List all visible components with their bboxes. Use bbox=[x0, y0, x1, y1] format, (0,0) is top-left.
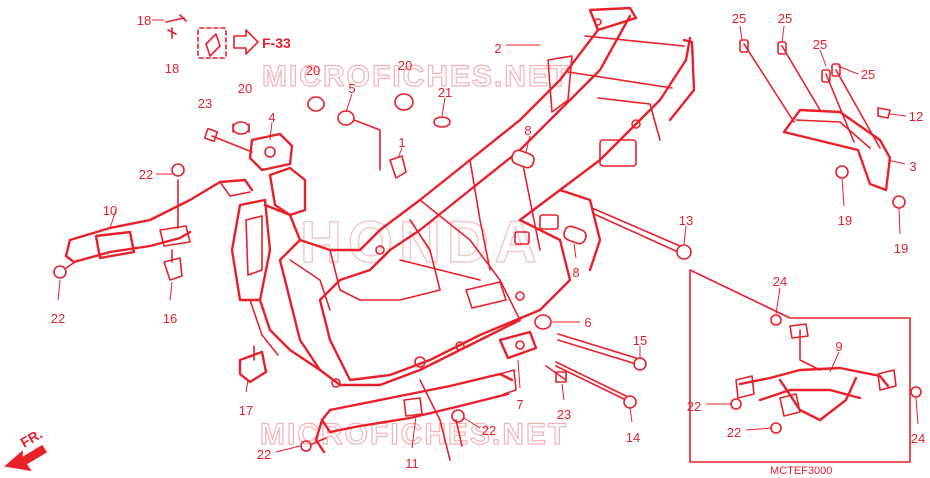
callout-25: 25 bbox=[732, 11, 746, 26]
callout-23: 23 bbox=[198, 96, 212, 111]
part-17-clamp bbox=[238, 350, 268, 384]
callout-7: 7 bbox=[516, 397, 523, 412]
callout-18: 18 bbox=[165, 61, 179, 76]
callout-20: 20 bbox=[398, 58, 412, 73]
callout-14: 14 bbox=[626, 430, 640, 445]
callout-22: 22 bbox=[687, 399, 701, 414]
leader-lines bbox=[57, 19, 919, 453]
callout-15: 15 bbox=[633, 333, 647, 348]
callout-21: 21 bbox=[438, 85, 452, 100]
callout-6: 6 bbox=[584, 315, 591, 330]
callout-23: 23 bbox=[557, 407, 571, 422]
watermark-top: MICROFICHES.NET bbox=[262, 60, 570, 93]
callout-5: 5 bbox=[348, 81, 355, 96]
callout-19: 19 bbox=[894, 241, 908, 256]
callout-18: 18 bbox=[137, 13, 151, 28]
callout-20: 20 bbox=[306, 63, 320, 78]
front-direction-indicator: FR. bbox=[4, 425, 48, 472]
callout-20: 20 bbox=[238, 81, 252, 96]
main-frame bbox=[230, 6, 696, 388]
callout-22: 22 bbox=[727, 425, 741, 440]
callout-25: 25 bbox=[813, 37, 827, 52]
drawing-code: MCTEF3000 bbox=[770, 465, 832, 477]
callout-13: 13 bbox=[679, 213, 693, 228]
callout-4: 4 bbox=[268, 110, 275, 125]
f33-label: F-33 bbox=[262, 35, 291, 51]
callout-22: 22 bbox=[51, 311, 65, 326]
callout-22: 22 bbox=[139, 167, 153, 182]
callout-11: 11 bbox=[405, 456, 419, 471]
callout-10: 10 bbox=[103, 203, 117, 218]
callout-24: 24 bbox=[773, 274, 787, 289]
f33-reference[interactable]: F-33 bbox=[197, 27, 291, 59]
callout-12: 12 bbox=[909, 109, 923, 124]
callout-2: 2 bbox=[494, 41, 501, 56]
callout-8: 8 bbox=[524, 123, 531, 138]
callout-1: 1 bbox=[398, 135, 405, 150]
callout-19: 19 bbox=[838, 213, 852, 228]
callout-25: 25 bbox=[861, 67, 875, 82]
callout-3: 3 bbox=[909, 159, 916, 174]
callout-16: 16 bbox=[163, 311, 177, 326]
callout-8: 8 bbox=[572, 265, 579, 280]
part-11-bar bbox=[300, 369, 517, 461]
callout-25: 25 bbox=[778, 11, 792, 26]
callout-24: 24 bbox=[911, 431, 925, 446]
part-3-bracket bbox=[739, 39, 906, 209]
callout-9: 9 bbox=[835, 339, 842, 354]
callout-22: 22 bbox=[482, 423, 496, 438]
part-9-stand bbox=[689, 269, 922, 463]
callout-22: 22 bbox=[257, 447, 271, 462]
callout-17: 17 bbox=[239, 403, 253, 418]
